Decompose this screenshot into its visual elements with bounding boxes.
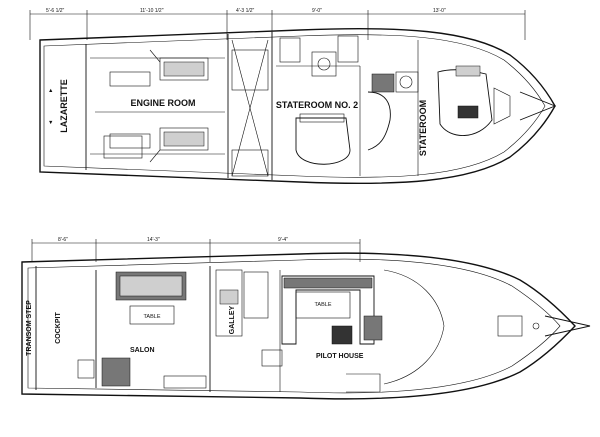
lower-dim-4: 9'-0" [312, 8, 322, 14]
master-berth [437, 69, 493, 136]
lower-dim-1: 5'-6 1/2" [46, 8, 65, 14]
main-dim-3: 9'-4" [278, 237, 288, 243]
stateroom-2-label: STATEROOM NO. 2 [276, 100, 358, 110]
transom-step-label: TRANSOM STEP [26, 300, 33, 356]
main-deck-plan: 8'-6" 14'-3" 9'-4" TRANSOM STEP COCKPIT … [21, 237, 591, 400]
cockpit-label: COCKPIT [55, 312, 62, 344]
galley-label: GALLEY [229, 305, 236, 334]
engine-room-label: ENGINE ROOM [130, 98, 195, 108]
lower-dim-2: 11'-10 1/2" [140, 8, 164, 14]
pilot-house-settee [281, 275, 375, 345]
salon-label: SALON [130, 347, 155, 354]
lower-dim-5: 13'-0" [433, 8, 446, 14]
cockpit-chair [101, 357, 131, 387]
port-engine [159, 127, 209, 151]
lazarette-label: LAZARETTE [59, 79, 69, 133]
pilot-house-label: PILOT HOUSE [316, 353, 364, 360]
master-stateroom-label: STATEROOM [418, 100, 428, 156]
svg-text:▼: ▼ [48, 120, 53, 126]
main-hull-outline [21, 252, 576, 400]
lower-deck-plan: 5'-6 1/2" 11'-10 1/2" 4'-3 1/2" 9'-0" 13… [29, 8, 557, 185]
main-dim-2: 14'-3" [147, 237, 160, 243]
pilot-house-table [295, 291, 351, 319]
main-dim-1: 8'-6" [58, 237, 68, 243]
svg-text:▲: ▲ [48, 88, 53, 94]
salon-table [129, 305, 175, 325]
pilot-house-table-label: TABLE [314, 302, 331, 308]
lower-dim-3: 4'-3 1/2" [236, 8, 255, 14]
salon-table-label: TABLE [143, 314, 160, 320]
starboard-engine [159, 57, 209, 81]
stateroom-2-berth [295, 117, 351, 165]
